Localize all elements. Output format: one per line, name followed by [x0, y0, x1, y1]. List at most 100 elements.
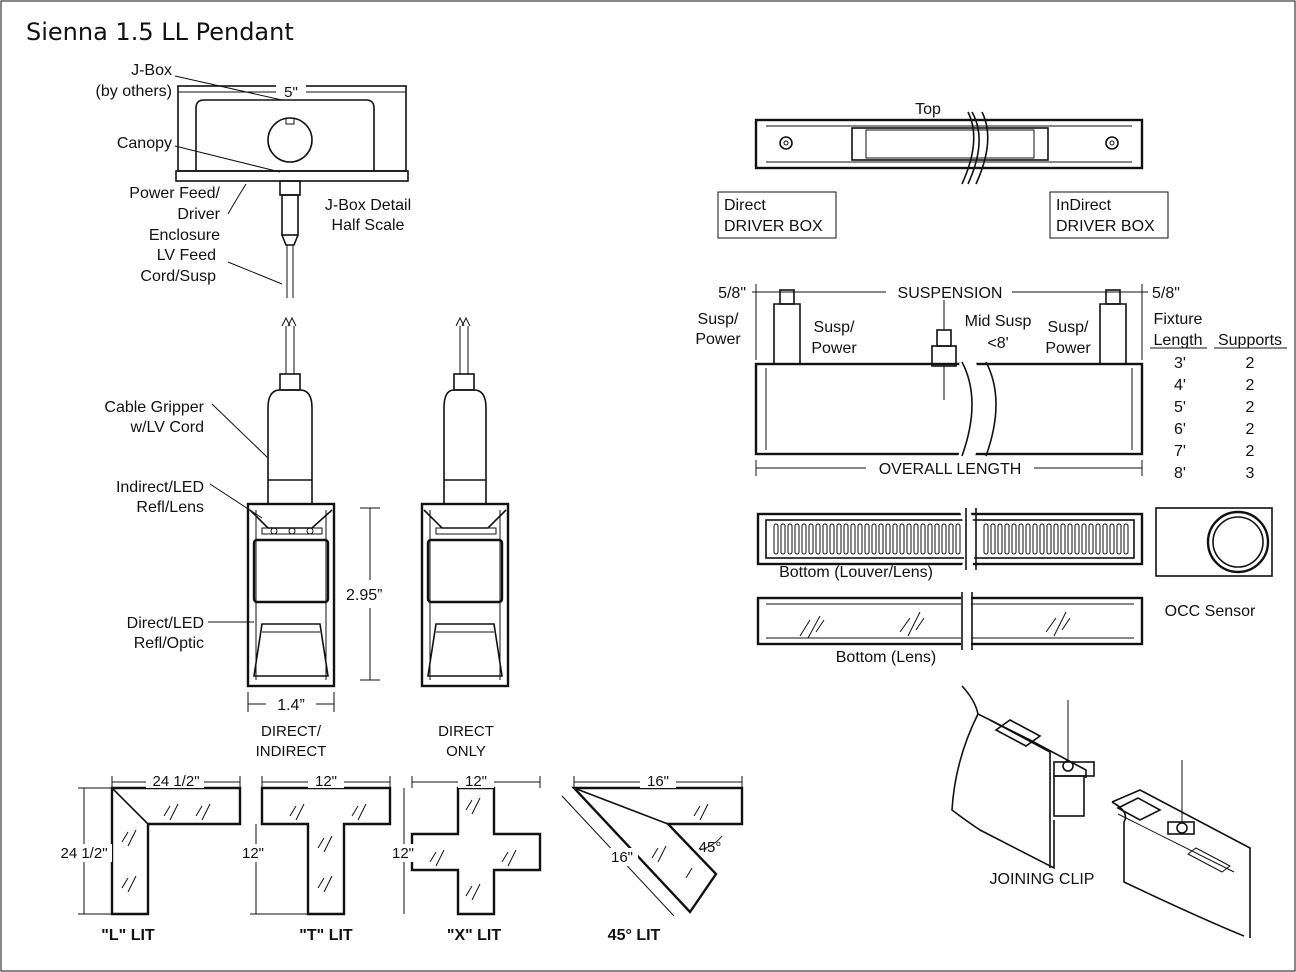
- left-offset-dim: 5/8": [718, 285, 746, 302]
- top-view-label: Top: [915, 101, 941, 118]
- louver-fin: [822, 523, 828, 555]
- svg-text:DRIVER BOX: DRIVER BOX: [724, 218, 823, 235]
- svg-text:Direct: Direct: [724, 197, 766, 214]
- louver-fin: [1018, 523, 1024, 555]
- table-cell-length: 8': [1174, 465, 1186, 482]
- louver-fin: [913, 523, 919, 555]
- louver-fin: [857, 523, 863, 555]
- louver-fin: [787, 523, 793, 555]
- louver-fin: [1102, 523, 1108, 555]
- svg-text:16": 16": [647, 773, 669, 790]
- cable-gripper-label: Cable Gripper: [104, 399, 204, 416]
- svg-text:12": 12": [465, 773, 487, 790]
- louver-fin: [780, 523, 786, 555]
- config-x-lit: 12" 12" "X" LIT: [388, 772, 542, 944]
- left-support: [773, 303, 801, 365]
- svg-text:Power: Power: [1045, 340, 1091, 357]
- table-cell-supports: 2: [1246, 399, 1255, 416]
- jbox-detail-label: J-Box Detail: [325, 197, 411, 214]
- section-direct-only: DIRECT ONLY: [420, 316, 510, 760]
- config-t-label: "T" LIT: [299, 927, 353, 944]
- louver-fin: [1025, 523, 1031, 555]
- louver-fin: [1095, 523, 1101, 555]
- louver-fin: [1039, 523, 1045, 555]
- louver-fin: [850, 523, 856, 555]
- joining-clip-label: JOINING CLIP: [990, 871, 1095, 888]
- louver-fin: [997, 523, 1003, 555]
- overall-length-dim: OVERALL LENGTH: [879, 461, 1022, 478]
- svg-text:DRIVER BOX: DRIVER BOX: [1056, 218, 1155, 235]
- direct-only-label: DIRECT: [438, 723, 494, 740]
- table-cell-supports: 2: [1246, 443, 1255, 460]
- indirect-driver-box: [1049, 191, 1169, 239]
- louver-fin: [773, 523, 779, 555]
- louver-fin: [906, 523, 912, 555]
- svg-text:12": 12": [242, 845, 264, 862]
- lv-feed-label: LV Feed: [157, 247, 216, 264]
- fixture-body-left: [246, 502, 336, 688]
- table-cell-length: 4': [1174, 377, 1186, 394]
- power-feed-enclosure: [281, 194, 299, 236]
- config-t-lit: 12" 12" "T" LIT: [238, 772, 392, 944]
- louver-fin: [990, 523, 996, 555]
- indirect-led-label: Indirect/LED: [116, 479, 204, 496]
- louver-fin: [871, 523, 877, 555]
- louver-fin: [1011, 523, 1017, 555]
- canopy-knockout: [267, 117, 313, 163]
- svg-text:Cord/Susp: Cord/Susp: [140, 268, 216, 285]
- table-rows: 3'24'25'26'27'28'3: [1174, 355, 1255, 482]
- louver-fin: [843, 523, 849, 555]
- table-header-fixture: Fixture: [1154, 311, 1203, 328]
- svg-text:Power: Power: [695, 331, 741, 348]
- section-direct-indirect: Cable Gripper w/LV Cord Indirect/LED Ref…: [104, 316, 382, 760]
- louver-fin: [808, 523, 814, 555]
- svg-text:12": 12": [392, 845, 414, 862]
- svg-text:Susp/: Susp/: [1048, 319, 1089, 336]
- svg-text:<8': <8': [987, 335, 1008, 352]
- elevation-view: 5/8" 5/8" SUSPENSION OVERALL LENGTH Susp…: [695, 284, 1180, 478]
- bottom-lens-view: Bottom (Lens): [756, 592, 1144, 666]
- svg-text:Power: Power: [811, 340, 857, 357]
- louver-fin: [1074, 523, 1080, 555]
- height-dim: 2.95”: [346, 587, 382, 604]
- svg-text:Enclosure: Enclosure: [149, 227, 220, 244]
- svg-text:w/LV Cord: w/LV Cord: [129, 419, 204, 436]
- jbox-width-dim: 5": [284, 84, 298, 101]
- svg-text:(by others): (by others): [96, 83, 172, 100]
- svg-text:INDIRECT: INDIRECT: [256, 743, 327, 760]
- svg-text:Susp/: Susp/: [698, 311, 739, 328]
- louver-fin: [1004, 523, 1010, 555]
- config-l-lit: 24 1/2" 24 1/2" "L" LIT: [58, 772, 242, 944]
- table-cell-length: 5': [1174, 399, 1186, 416]
- louver-fins: [773, 523, 1129, 555]
- svg-text:12": 12": [315, 773, 337, 790]
- table-cell-supports: 2: [1246, 377, 1255, 394]
- louver-fin: [941, 523, 947, 555]
- svg-text:45°: 45°: [699, 839, 722, 856]
- louver-fin: [955, 523, 961, 555]
- svg-text:Refl/Lens: Refl/Lens: [136, 499, 204, 516]
- louver-fin: [1088, 523, 1094, 555]
- canopy-label: Canopy: [117, 135, 172, 152]
- louver-fin: [1123, 523, 1129, 555]
- joining-clip-illustration: JOINING CLIP: [951, 685, 1251, 938]
- svg-text:24 1/2": 24 1/2": [152, 773, 199, 790]
- svg-text:Driver: Driver: [177, 206, 220, 223]
- canopy-plate: [175, 170, 409, 182]
- direct-indirect-label: DIRECT/: [261, 723, 322, 740]
- louver-fin: [934, 523, 940, 555]
- louver-fin: [794, 523, 800, 555]
- svg-text:InDirect: InDirect: [1056, 197, 1112, 214]
- supports-table: Fixture Length Supports 3'24'25'26'27'28…: [1150, 311, 1287, 482]
- power-feed-label: Power Feed/: [129, 185, 220, 202]
- svg-text:Refl/Optic: Refl/Optic: [134, 635, 204, 652]
- svg-text:ONLY: ONLY: [446, 743, 486, 760]
- table-cell-length: 6': [1174, 421, 1186, 438]
- fixture-body-right: [420, 502, 510, 688]
- cable-gripper-right: [443, 389, 487, 505]
- louver-fin: [1109, 523, 1115, 555]
- louver-fin: [1060, 523, 1066, 555]
- louver-fin: [1032, 523, 1038, 555]
- louver-fin: [948, 523, 954, 555]
- table-cell-supports: 3: [1246, 465, 1255, 482]
